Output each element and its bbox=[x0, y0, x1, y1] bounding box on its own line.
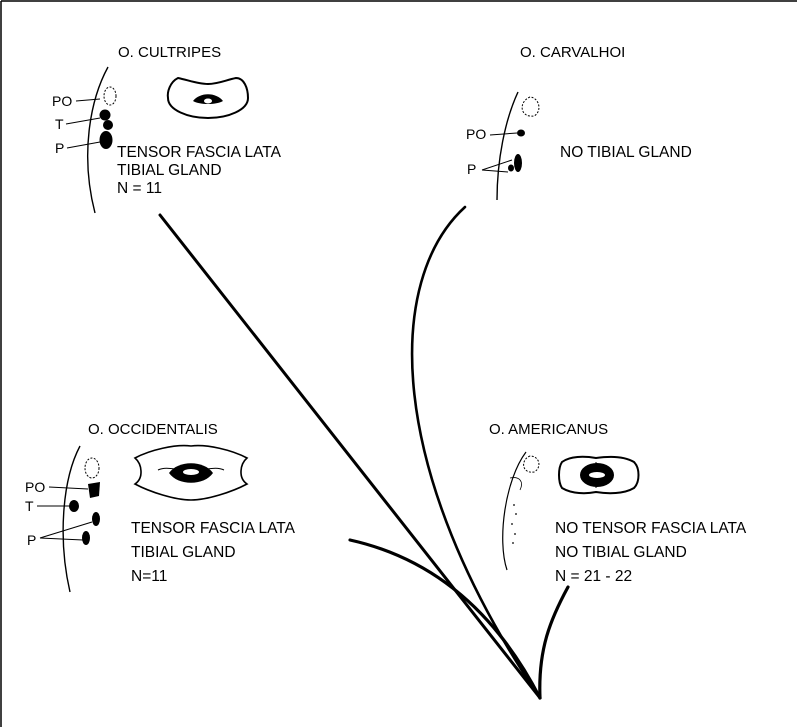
label-po: PO bbox=[25, 479, 45, 495]
label-po: PO bbox=[52, 93, 72, 109]
branch-occidentalis bbox=[348, 538, 542, 700]
label-t: T bbox=[25, 498, 34, 514]
species-name-cultripes: O. CULTRIPES bbox=[118, 44, 221, 61]
cross-section-occidentalis bbox=[133, 444, 249, 501]
gland-p-1 bbox=[92, 512, 100, 526]
gland-p-1 bbox=[508, 164, 514, 172]
branch-americanus bbox=[538, 585, 570, 700]
desc-line-1: TENSOR FASCIA LATA bbox=[131, 520, 296, 537]
label-p: P bbox=[27, 532, 36, 548]
tree-branches bbox=[158, 205, 570, 700]
species-cultripes: O. CULTRIPES PO T P TENSOR FASCIA LATA T… bbox=[52, 44, 282, 214]
gland-po bbox=[88, 482, 100, 498]
species-name-carvalhoi: O. CARVALHOI bbox=[520, 44, 625, 61]
species-name-americanus: O. AMERICANUS bbox=[489, 421, 608, 438]
thigh-diagram-americanus bbox=[502, 451, 540, 571]
gland-t bbox=[69, 500, 79, 512]
cross-section-cultripes bbox=[166, 76, 250, 120]
gland-p-2 bbox=[82, 531, 90, 545]
gland-t-upper bbox=[99, 109, 111, 121]
label-p: P bbox=[55, 140, 64, 156]
gland-po-outline bbox=[521, 96, 540, 117]
gland-po-outline bbox=[103, 86, 117, 106]
thigh-outline bbox=[496, 91, 519, 201]
species-occidentalis: O. OCCIDENTALIS PO T P TENSO bbox=[25, 421, 296, 593]
thigh-outline bbox=[87, 66, 109, 214]
desc-line-3: N = 21 - 22 bbox=[555, 568, 632, 585]
gland-p bbox=[99, 131, 113, 149]
thigh-outline bbox=[502, 451, 527, 571]
branch-cultripes bbox=[158, 213, 542, 700]
gland-po bbox=[517, 129, 525, 137]
label-t: T bbox=[55, 116, 64, 132]
branch-carvalhoi bbox=[410, 205, 542, 700]
species-name-occidentalis: O. OCCIDENTALIS bbox=[88, 421, 218, 438]
desc-line-3: N=11 bbox=[131, 568, 167, 585]
gland-t-lower bbox=[103, 120, 113, 130]
thigh-diagram-cultripes: PO T P bbox=[52, 66, 117, 214]
species-americanus: O. AMERICANUS NO TENSOR FASCIA LATA NO T… bbox=[489, 421, 747, 585]
desc-line-2: TIBIAL GLAND bbox=[131, 544, 236, 561]
gland-po-outline bbox=[523, 455, 540, 473]
desc-line-3: N = 11 bbox=[117, 180, 162, 197]
thigh-diagram-carvalhoi: PO P bbox=[466, 91, 540, 201]
desc-line-1: NO TIBIAL GLAND bbox=[560, 144, 692, 161]
thigh-outline bbox=[62, 445, 81, 593]
thigh-diagram-occidentalis: PO T P bbox=[25, 445, 100, 593]
desc-line-1: NO TENSOR FASCIA LATA bbox=[555, 520, 747, 537]
desc-line-2: NO TIBIAL GLAND bbox=[555, 544, 687, 561]
desc-line-2: TIBIAL GLAND bbox=[117, 162, 222, 179]
gland-po-outline bbox=[84, 457, 100, 479]
gland-p-2 bbox=[514, 154, 522, 172]
cross-section-americanus bbox=[558, 455, 640, 495]
label-p: P bbox=[467, 161, 476, 177]
species-carvalhoi: O. CARVALHOI PO P NO TIBIAL GLAND bbox=[466, 44, 692, 201]
desc-line-1: TENSOR FASCIA LATA bbox=[117, 144, 282, 161]
label-po: PO bbox=[466, 126, 486, 142]
gland-dots bbox=[511, 504, 517, 544]
